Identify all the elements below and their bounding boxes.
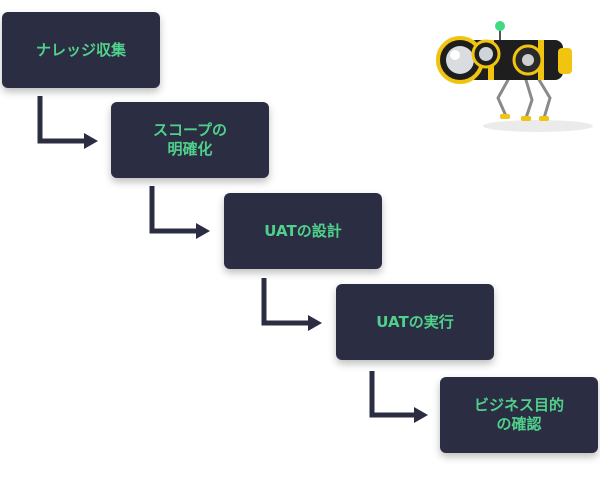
arrowhead-icon <box>414 407 428 423</box>
elbow-arrow-icon <box>369 371 414 418</box>
step-uat-execution: UATの実行 <box>336 284 494 360</box>
arrowhead-icon <box>84 133 98 149</box>
arrowhead-icon <box>308 315 322 331</box>
step-uat-design: UATの設計 <box>224 193 382 269</box>
step-scope-clarification: スコープの 明確化 <box>111 102 269 178</box>
arrowhead-icon <box>196 223 210 239</box>
step-knowledge-collection: ナレッジ収集 <box>2 12 160 88</box>
elbow-arrow-icon <box>37 96 84 144</box>
binocular-robot-icon <box>436 21 593 132</box>
elbow-arrow-icon <box>261 278 308 326</box>
step-business-goal-confirmation: ビジネス目的 の確認 <box>440 377 598 453</box>
elbow-arrow-icon <box>149 186 196 234</box>
